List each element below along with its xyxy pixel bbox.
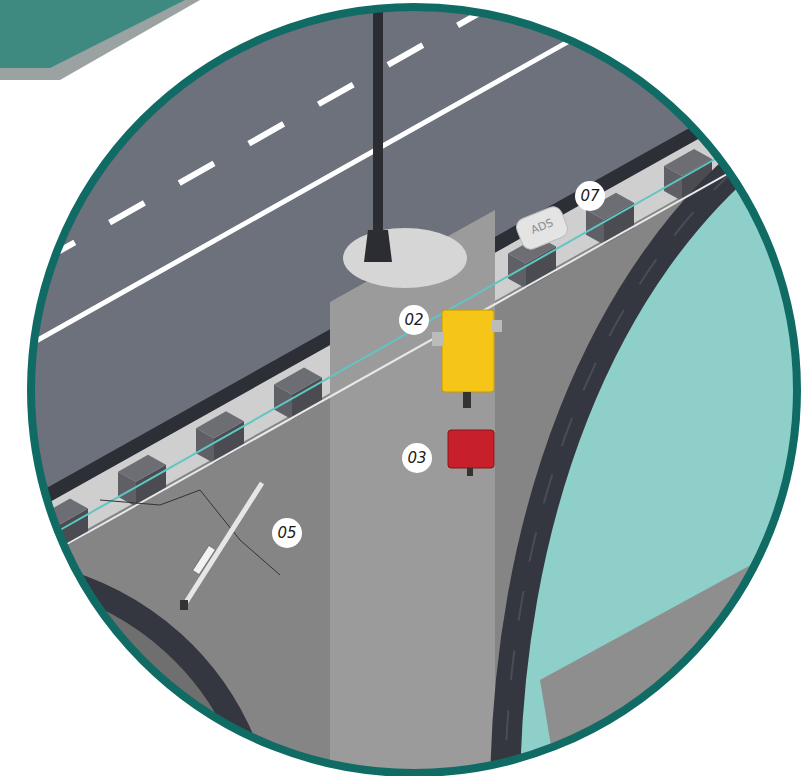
arch-bricks: [505, 140, 770, 776]
crack: [100, 490, 280, 575]
left-arch: [0, 575, 262, 776]
parapet-block: [274, 367, 322, 419]
callout-number: 03: [402, 443, 432, 473]
lamp-foot: [364, 230, 392, 262]
parapet-block: [196, 411, 244, 463]
left-arch-ring: [40, 575, 262, 776]
arch-ring: [505, 140, 770, 776]
parapet-block: [118, 455, 166, 507]
data-logger: [448, 430, 494, 476]
cable: [60, 145, 740, 530]
callout-circles: [272, 181, 605, 548]
pillar: [330, 210, 495, 776]
parapet-block: [742, 105, 790, 157]
lane-dash: [40, 0, 520, 262]
tilt-sensor: [432, 310, 502, 408]
corner-band: [0, 0, 200, 80]
lamp-base-plate: [343, 228, 467, 288]
crack-meter: [180, 483, 262, 610]
callout-number: 05: [272, 518, 302, 548]
lamp-pole: [373, 0, 383, 245]
cable: [60, 150, 770, 548]
callout-number: 07: [575, 181, 605, 211]
parapet-block: [0, 542, 10, 594]
callout-number: 02: [399, 305, 429, 335]
lens-frame: [31, 7, 797, 773]
ads-pad: [514, 204, 570, 252]
